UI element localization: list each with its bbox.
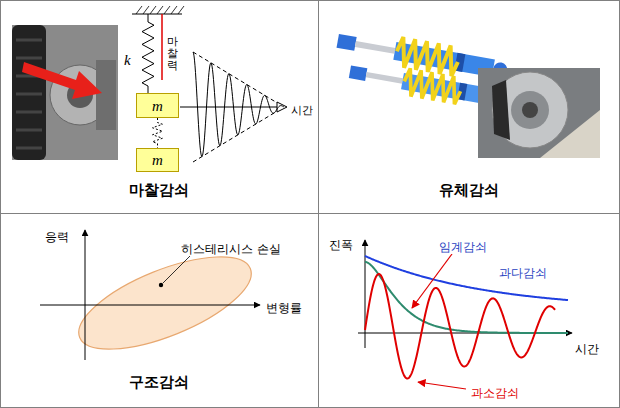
wheel-hub <box>522 102 538 118</box>
panel-caption: 구조감쇠 <box>129 373 189 391</box>
tire-tread <box>16 40 42 148</box>
link-line <box>180 107 193 108</box>
pointer-arrow <box>22 62 102 99</box>
friction-line <box>161 14 163 80</box>
caliper <box>492 80 510 140</box>
wall-hatch <box>136 6 184 14</box>
oscillation-curve <box>193 52 284 157</box>
mass-box: m <box>136 93 179 118</box>
label-holder: 과소감쇠 <box>470 382 520 401</box>
curve-label: 과소감쇠 <box>470 386 520 400</box>
mass-box: m <box>136 148 179 172</box>
label-holder: 응력 <box>44 226 70 245</box>
label-holder: 마찰력 <box>167 36 178 72</box>
critical-curve <box>365 262 568 333</box>
time-axis <box>193 107 278 108</box>
label-holder: 임계감쇠 <box>438 236 488 255</box>
knuckle <box>96 60 116 130</box>
label-holder: k <box>123 50 132 70</box>
label-holder: 히스테리시스 손실 <box>180 238 282 257</box>
top-mount <box>337 34 357 51</box>
axis-label: 시간 <box>290 104 314 117</box>
spring-connector <box>153 118 163 148</box>
panel-cell: 마찰감쇠 m m <box>0 0 318 213</box>
curve-label: 과다감쇠 <box>498 266 548 280</box>
mass-label: m <box>152 97 163 115</box>
grid-divider <box>0 213 620 214</box>
piston-rod <box>355 41 395 54</box>
leader-arrow <box>412 254 452 308</box>
curve-label: 임계감쇠 <box>438 240 488 254</box>
mass-label: m <box>152 151 163 169</box>
label-holder: 변형률 <box>265 297 303 316</box>
axis-label: 시간 <box>574 342 600 356</box>
spring-symbol <box>142 14 154 93</box>
hysteresis-loop <box>67 238 262 368</box>
leader-dot <box>159 283 163 287</box>
coil-spring <box>394 36 460 76</box>
damping-chart <box>358 240 572 389</box>
brake-photo <box>478 68 600 158</box>
top-mount <box>349 65 368 81</box>
tire <box>12 25 46 160</box>
axis-label: 변형률 <box>265 301 303 315</box>
stress-axis <box>85 230 86 360</box>
brake-disc <box>492 72 568 148</box>
callout-label: 히스테리시스 손실 <box>180 242 282 256</box>
disc-hat <box>511 91 549 129</box>
spring-mass-model <box>132 6 287 162</box>
spring-constant: k <box>123 52 132 68</box>
coil-spring <box>402 68 463 105</box>
wheel-photo <box>12 25 118 160</box>
strain-axis <box>40 305 260 306</box>
underdamped-curve <box>365 274 555 378</box>
label-holder: 진폭 <box>328 234 354 253</box>
leader-arrow <box>418 382 466 389</box>
force-label: 마찰력 <box>167 36 178 72</box>
axis-label: 진폭 <box>328 238 354 252</box>
photo-ground <box>12 25 118 160</box>
axis-label: 응력 <box>44 230 70 244</box>
label-holder: 시간 <box>290 99 314 118</box>
panel-cell: 유체감쇠 <box>318 0 620 213</box>
photo-ground <box>478 68 600 158</box>
panel-caption: 마찰감쇠 <box>129 181 189 199</box>
panel-caption: 유체감쇠 <box>439 181 499 199</box>
grid-divider <box>318 0 319 408</box>
label-holder: 시간 <box>574 338 600 357</box>
leader-line <box>163 256 190 283</box>
label-holder: 과다감쇠 <box>498 262 548 281</box>
piston-rod <box>366 72 403 84</box>
overdamped-curve <box>365 256 568 300</box>
